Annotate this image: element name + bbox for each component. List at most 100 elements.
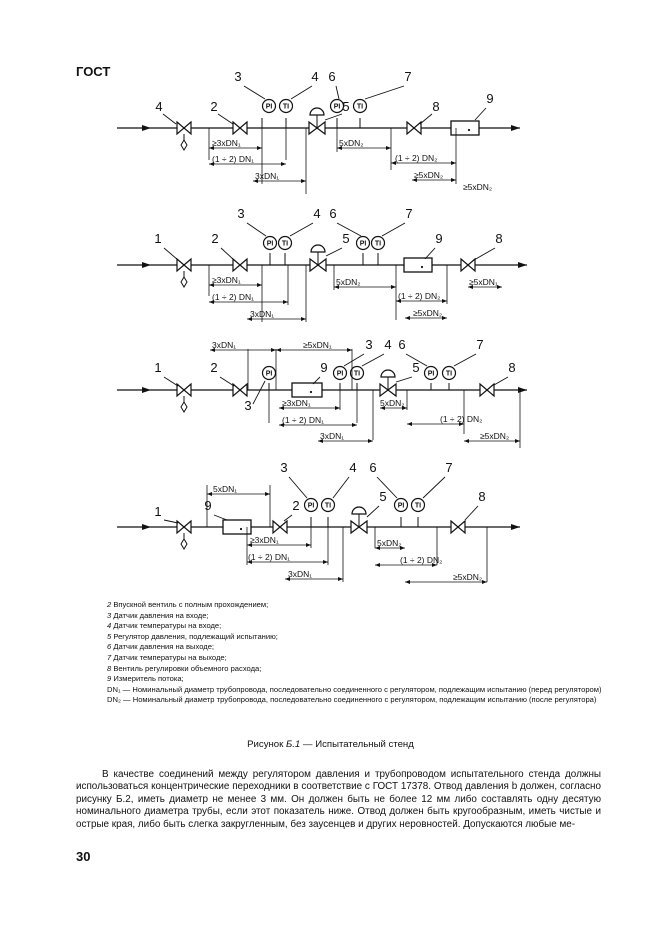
gauge-label: TI (283, 104, 289, 111)
caption-title: — Испытательный стенд (300, 739, 414, 750)
legend-item-text: DN₂ — Номинальный диаметр трубопровода, … (107, 695, 597, 705)
dim-arrow-icon (247, 560, 252, 564)
component-number: 9 (320, 360, 327, 375)
gauge-label: TI (375, 241, 381, 248)
flow-meter-icon (403, 257, 433, 273)
legend-item-text: Датчик температуры на выходе; (111, 652, 227, 662)
component-number: 7 (404, 69, 411, 84)
valve-icon (413, 120, 422, 136)
gauge-label: PI (360, 241, 367, 248)
gauge-label: PI (266, 371, 273, 378)
valve-icon (176, 257, 185, 273)
dimension-label: (1 ÷ 2) DN₂ (398, 291, 440, 301)
component-number: 4 (313, 206, 320, 221)
component-number: 8 (508, 360, 515, 375)
temperature-gauge-icon (370, 235, 386, 251)
valve-icon (239, 257, 248, 273)
dim-arrow-icon (265, 492, 270, 496)
legend-item-text: Датчик температуры на входе; (111, 621, 222, 631)
gauge-label: PI (398, 503, 405, 510)
flow-arrow-icon (142, 262, 151, 268)
dim-arrow-icon (352, 423, 357, 427)
leader-line (453, 353, 477, 367)
temperature-gauge-icon (349, 365, 365, 381)
component-number: 4 (349, 460, 356, 475)
standard-stamp: ГОСТ (76, 64, 111, 79)
dimension-label: (1 ÷ 2) DN₁ (248, 552, 290, 562)
legend-item: 7 Датчик температуры на выходе; (107, 653, 607, 664)
dim-arrow-icon (396, 299, 401, 303)
figure-caption: Рисунок Б.1 — Испытательный стенд (0, 739, 661, 750)
legend-item-text: Впускной вентиль с полным прохождением; (111, 600, 269, 609)
dim-arrow-icon (400, 546, 405, 550)
valve-icon (183, 382, 192, 398)
valve-icon (239, 120, 248, 136)
flow-meter-icon (222, 519, 252, 535)
gauge-label: TI (415, 503, 421, 510)
component-number: 3 (234, 69, 241, 84)
pressure-gauge-icon (261, 365, 277, 381)
valve-icon (183, 120, 192, 136)
temperature-gauge-icon (352, 98, 368, 114)
dim-arrow-icon (405, 316, 410, 320)
dim-arrow-icon (515, 439, 520, 443)
dim-arrow-icon (247, 317, 252, 321)
dimension-label: ≥5xDN₂ (414, 170, 443, 180)
legend-item-text: Вентиль регулировки объемного расхода; (111, 663, 262, 673)
valve-icon (176, 519, 185, 535)
component-number: 9 (435, 231, 442, 246)
legend-item: 4 Датчик температуры на входе; (107, 621, 607, 632)
meter-dot (420, 265, 424, 269)
dim-arrow-icon (306, 543, 311, 547)
regulator-icon (387, 382, 397, 398)
flow-arrow-icon (518, 262, 527, 268)
valve-icon (176, 382, 185, 398)
valve-icon (279, 519, 288, 535)
dim-arrow-icon (337, 146, 342, 150)
dim-arrow-icon (405, 580, 410, 584)
dimension-label: ≥3xDN₁ (282, 398, 311, 408)
leader-line (376, 476, 398, 499)
dimension-label: ≥5xDN₂ (480, 431, 509, 441)
leader-line (219, 376, 235, 387)
legend-item-text: DN₁ — Номинальный диаметр трубопровода, … (107, 684, 602, 694)
flow-meter-icon (291, 382, 323, 398)
dimension-label: ≥5xDN₂ (413, 308, 442, 318)
component-number: 1 (154, 231, 161, 246)
handwheel-icon (180, 538, 188, 550)
flow-arrow-icon (511, 125, 520, 131)
dim-arrow-icon (285, 577, 290, 581)
valve-icon (450, 519, 459, 535)
pressure-gauge-icon (261, 98, 277, 114)
regulator-icon (309, 257, 319, 273)
dim-arrow-icon (375, 563, 380, 567)
dim-arrow-icon (347, 348, 352, 352)
dim-arrow-icon (442, 316, 447, 320)
component-number: 3 (244, 398, 251, 413)
component-number: 2 (292, 498, 299, 513)
leader-line (422, 476, 446, 499)
valve-icon (183, 257, 192, 273)
leader-line (213, 514, 228, 521)
legend-item: 2 Впускной вентиль с полным прохождением… (107, 600, 607, 611)
handwheel-icon (180, 401, 188, 413)
diaphragm-icon (380, 369, 396, 378)
gauge-label: TI (354, 371, 360, 378)
leader-line (336, 222, 362, 237)
legend-item: 5 Регулятор давления, подлежащий испытан… (107, 632, 607, 643)
component-number: 7 (405, 206, 412, 221)
meter-dot (467, 128, 471, 132)
leader-line (395, 376, 413, 383)
component-number: 7 (445, 460, 452, 475)
dim-arrow-icon (368, 439, 373, 443)
flow-arrow-icon (142, 387, 151, 393)
leader-line (332, 476, 350, 499)
dimension-label: 5xDN₂ (377, 538, 402, 548)
dim-arrow-icon (209, 146, 214, 150)
flow-meter-icon (450, 120, 480, 136)
component-number: 8 (432, 99, 439, 114)
leader-line (405, 353, 428, 367)
component-number: 2 (211, 231, 218, 246)
dim-arrow-icon (391, 161, 396, 165)
dimension-label: (1 ÷ 2) DN₂ (400, 555, 442, 565)
